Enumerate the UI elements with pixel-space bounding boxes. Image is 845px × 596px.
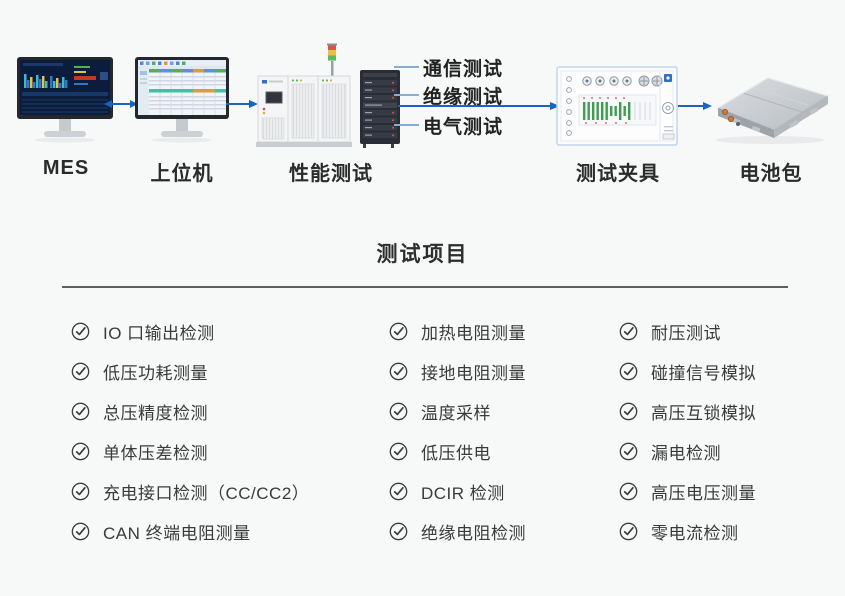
test-item-label: 零电流检测 [651,523,739,543]
test-fixture-node [556,66,678,151]
test-item-label: DCIR 检测 [421,483,505,503]
performance-test-node [256,42,406,159]
test-item: CAN 终端电阻测量 [71,511,309,551]
callout-communication-test: 通信测试 [394,56,504,80]
monitor-dashboard-illustration [17,57,113,143]
test-item: 接地电阻测量 [389,351,526,391]
check-circle-icon [619,322,638,340]
test-item-label: 高压电压测量 [651,483,756,503]
arrow-right-long-icon [398,102,560,110]
test-item: 碰撞信号模拟 [619,351,756,391]
check-circle-icon [619,442,638,460]
check-circle-icon [71,322,90,340]
check-circle-icon [71,362,90,380]
test-item: IO 口输出检测 [71,311,309,351]
test-item-label: 高压互锁模拟 [651,403,756,423]
test-items-column-2: 加热电阻测量 接地电阻测量 温度采样 低压供电 DCIR 检测 绝缘电阻检测 [389,311,526,551]
node-label-host: 上位机 [150,163,214,185]
test-item: DCIR 检测 [389,471,526,511]
check-circle-icon [71,402,90,420]
test-cabinet-and-rack-illustration [256,43,400,148]
node-label-fixture: 测试夹具 [576,163,660,185]
test-fixture-panel-illustration [556,66,678,146]
check-circle-icon [389,522,408,540]
test-item-label: 单体压差检测 [103,443,208,463]
arrow-both-icon [104,100,138,108]
test-item-label: 加热电阻测量 [421,323,526,343]
callout-line [394,94,419,96]
check-circle-icon [619,522,638,540]
test-item: 温度采样 [389,391,526,431]
node-label-mes: MES [42,157,90,179]
test-items-column-3: 耐压测试 碰撞信号模拟 高压互锁模拟 漏电检测 高压电压测量 零电流检测 [619,311,756,551]
test-item-label: 漏电检测 [651,443,721,463]
test-item-label: 总压精度检测 [103,403,208,423]
check-circle-icon [619,362,638,380]
test-item-label: 低压功耗测量 [103,363,208,383]
mes-node [16,56,114,149]
check-circle-icon [389,442,408,460]
test-item-label: 耐压测试 [651,323,721,343]
test-item: 高压互锁模拟 [619,391,756,431]
check-circle-icon [619,482,638,500]
check-circle-icon [389,402,408,420]
node-label-performance-test: 性能测试 [289,163,373,185]
callout-electrical-test: 电气测试 [394,114,504,138]
callout-label: 绝缘测试 [423,86,504,108]
section-title: 测试项目 [376,243,469,266]
test-item-label: 接地电阻测量 [421,363,526,383]
check-circle-icon [619,402,638,420]
test-item-label: 充电接口检测（CC/CC2） [103,483,310,503]
check-circle-icon [389,482,408,500]
check-circle-icon [71,522,90,540]
test-item: 低压功耗测量 [71,351,309,391]
host-node [134,56,230,149]
test-item: 充电接口检测（CC/CC2） [71,471,309,511]
arrow-right-icon [226,100,258,108]
node-label-battery: 电池包 [739,163,803,185]
test-item: 耐压测试 [619,311,756,351]
callout-insulation-test: 绝缘测试 [394,84,504,108]
callout-label: 通信测试 [423,58,504,80]
test-item: 漏电检测 [619,431,756,471]
arrow-right-icon [678,102,712,110]
battery-pack-illustration [716,77,829,144]
section-divider [62,286,788,288]
check-circle-icon [71,442,90,460]
check-circle-icon [389,362,408,380]
test-item: 高压电压测量 [619,471,756,511]
callout-line [394,66,419,68]
callout-label: 电气测试 [423,116,504,138]
test-item-label: IO 口输出检测 [103,323,215,343]
test-item-label: 低压供电 [421,443,491,463]
test-item-label: CAN 终端电阻测量 [103,523,251,543]
test-item: 加热电阻测量 [389,311,526,351]
battery-pack-node [704,56,836,153]
test-item: 零电流检测 [619,511,756,551]
test-item-label: 温度采样 [421,403,491,423]
test-item: 总压精度检测 [71,391,309,431]
monitor-table-illustration [135,57,229,143]
check-circle-icon [389,322,408,340]
callout-line [394,124,419,126]
test-item-label: 绝缘电阻检测 [421,523,526,543]
check-circle-icon [71,482,90,500]
test-item-label: 碰撞信号模拟 [651,363,756,383]
test-item: 单体压差检测 [71,431,309,471]
test-items-column-1: IO 口输出检测 低压功耗测量 总压精度检测 单体压差检测 充电接口检测（CC/… [71,311,309,551]
test-item: 低压供电 [389,431,526,471]
test-item: 绝缘电阻检测 [389,511,526,551]
